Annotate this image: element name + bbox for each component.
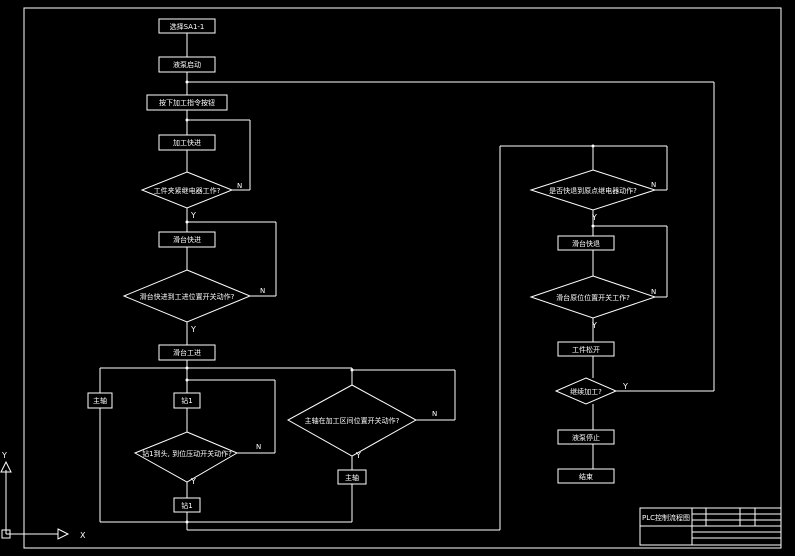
yes-label: Y [622,382,628,391]
process-box-slide-work: 滑台工进 [158,344,216,361]
box-label: 液泵启动 [173,60,201,69]
yes-label: Y [591,213,597,222]
box-label: 主轴 [345,473,359,482]
process-box-pump-start: 液泵启动 [158,56,216,73]
box-label: 钻1 [181,501,192,510]
process-box-pump-stop: 液泵停止 [557,429,615,445]
decision-label: 继续加工? [570,387,602,396]
decision-slide-origin-check: 滑台原位位置开关工作? [529,275,657,319]
box-label: 滑台快进 [173,235,201,244]
title-block-name: PLC控制流程图 [642,513,690,522]
decision-label: 主轴在加工区间位置开关动作? [305,416,400,425]
no-label: N [651,181,656,189]
x-axis-label: X [80,531,86,540]
decision-slide-check: 滑台快进到工进位置开关动作? [122,269,252,323]
no-label: N [432,410,437,418]
box-label: 液泵停止 [572,433,600,442]
no-label: N [237,182,242,190]
decision-drill-check: 钻1到头, 到位压动开关动作? [133,431,239,483]
decision-label: 滑台快进到工进位置开关动作? [140,292,235,301]
box-label: 滑台快退 [572,239,600,248]
connector-lines [99,33,715,531]
decision-spindle-check: 主轴在加工区间位置开关动作? [286,384,418,457]
yes-label: Y [355,451,361,460]
decision-label: 滑台原位位置开关工作? [556,293,630,302]
process-box-start: 选择SA1-1 [158,18,216,34]
box-label: 按下加工指令按钮 [159,98,215,107]
process-box-workpiece-release: 工件松开 [557,341,615,357]
process-box-drill1: 钻1 [173,392,201,409]
decision-continue-check: 继续加工? [554,377,618,405]
y-axis-label: Y [1,451,7,460]
process-box-slide-fast: 滑台快进 [158,231,216,248]
box-label: 滑台工进 [173,348,201,357]
no-label: N [256,443,261,451]
box-label: 工件松开 [572,345,600,354]
decision-label: 工件夹紧继电器工作? [154,186,221,195]
box-label: 选择SA1-1 [170,22,205,31]
box-label: 钻1 [181,396,192,405]
box-label: 加工快进 [173,138,201,147]
title-block: PLC控制流程图 [639,507,782,546]
yes-label: Y [190,211,196,220]
yes-label: Y [190,477,196,486]
drawing-border [23,7,782,549]
ucs-axis-icon: X Y [0,451,86,540]
decision-back-check: 是否快退到原点继电器动作? [529,169,657,211]
box-label: 结束 [579,472,593,481]
no-label: N [260,287,265,295]
yes-label: Y [591,321,597,330]
box-label: 主轴 [93,396,107,405]
process-box-spindle-left2: 主轴 [337,469,367,485]
process-box-spindle-left: 主轴 [87,392,113,409]
process-box-press-button: 按下加工指令按钮 [146,94,228,111]
process-box-end: 结束 [557,468,615,484]
decision-label: 是否快退到原点继电器动作? [549,186,637,195]
process-box-feed-fast: 加工快进 [158,134,216,151]
decision-label: 钻1到头, 到位压动开关动作? [142,449,232,458]
decision-clamp-check: 工件夹紧继电器工作? [140,171,234,209]
yes-label: Y [190,325,196,334]
process-box-slide-back: 滑台快退 [557,235,615,251]
no-label: N [651,288,656,296]
process-box-drill1b: 钻1 [173,497,201,513]
junction-dots [185,80,595,524]
